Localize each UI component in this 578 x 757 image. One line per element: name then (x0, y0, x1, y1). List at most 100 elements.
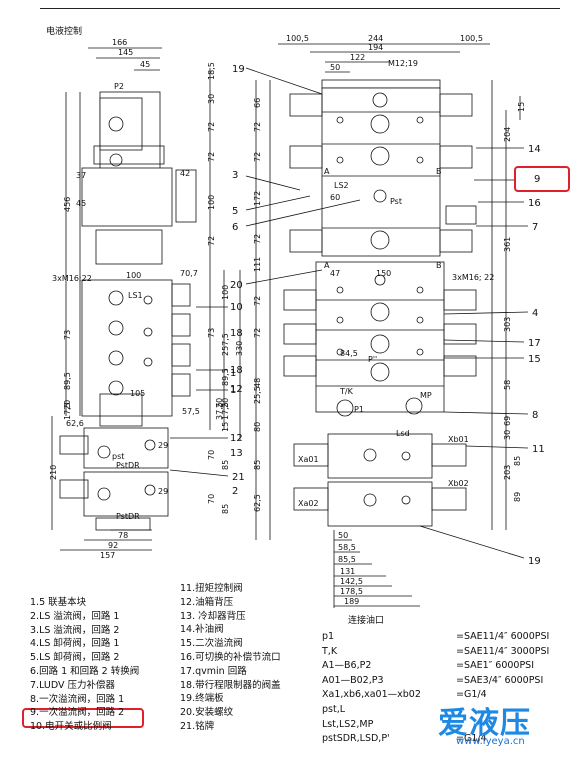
dimension-label: 73 (207, 328, 216, 338)
dimension-label: 50 (330, 63, 340, 72)
dimension-label: 45 (140, 60, 150, 69)
part-label: Xa01 (298, 455, 319, 464)
dimension-label: 48 (253, 378, 262, 388)
legend-item: 13. 冷却器背压 (180, 610, 246, 622)
dimension-label: 85 (221, 504, 230, 514)
dimension-label: 100 (207, 195, 216, 210)
callout-number: 20 (230, 280, 243, 291)
dimension-label: 89 (513, 492, 522, 502)
legend-item: 3.LS 溢流阀，回路 2 (30, 624, 120, 636)
legend-item: 21.铭牌 (180, 720, 215, 732)
part-label: Xb02 (448, 479, 469, 488)
port-spec: =SAE3/4″ 6000PSI (456, 674, 544, 686)
callout-number: 17 (528, 338, 541, 349)
legend-item: 8.一次溢流阀，回路 1 (30, 693, 125, 705)
callout-number: 1 (230, 385, 236, 396)
dimension-label: 62,5 (253, 494, 262, 512)
dimension-label: 456 (63, 197, 72, 212)
dimension-label: 72 (253, 296, 262, 306)
dimension-label: 20 (221, 398, 230, 408)
dimension-label: 80 (253, 422, 262, 432)
watermark-text: 爱液压 (438, 706, 531, 741)
legend-item: 5.LS 卸荷阀，回路 2 (30, 652, 120, 664)
dimension-label: 89,5 (221, 368, 230, 386)
dimension-label: 70,7 (180, 269, 198, 278)
part-label: 3xM16;22 (52, 274, 92, 283)
callout-number: 19 (232, 64, 245, 75)
dimension-label: 72 (253, 234, 262, 244)
dimension-label: 29 (158, 441, 168, 450)
legend-item: 6.回路 1 和回路 2 转换阀 (30, 665, 140, 677)
callout-number: 8 (532, 410, 538, 421)
watermark-logo: 爱液压 www.iyeya.cn (438, 698, 568, 750)
callout-number: 2 (232, 486, 238, 497)
part-label: P2 (114, 82, 124, 91)
legend-middle: 11.扭矩控制阀 12.油箱背压 13. 冷却器背压 14.补油阀 15.二次溢… (180, 582, 281, 734)
callout-number: 15 (528, 354, 541, 365)
dimension-label: 17,5 (221, 402, 230, 420)
callout-number: 14 (528, 144, 541, 155)
dimension-label: 20 (63, 400, 72, 410)
dimension-label: 72 (253, 328, 262, 338)
dimension-label: 157 (100, 551, 115, 560)
dimension-label: 194 (368, 43, 383, 52)
dimension-label: 78 (118, 531, 128, 540)
callout-number: 10 (230, 302, 243, 313)
callout-number: 21 (232, 472, 245, 483)
dimension-label: 72 (207, 152, 216, 162)
callout-number: 6 (232, 222, 238, 233)
part-label: B (436, 261, 442, 270)
dimension-label: 30 (503, 430, 512, 440)
port-name: Xa1,xb6,xa01—xb02 (322, 689, 421, 701)
legend-item: 1.5 联基本块 (30, 597, 87, 608)
dimension-label: 58,5 (338, 543, 356, 552)
port-name: Lst,LS2,MP (322, 718, 374, 730)
dimension-label: 30 (207, 94, 216, 104)
part-label: 105 (130, 389, 145, 398)
dimension-label: 100,5 (460, 34, 483, 43)
legend-item: 2.LS 溢流阀，回路 1 (30, 610, 120, 622)
part-label: A (324, 261, 330, 270)
legend-item: 11.扭矩控制阀 (180, 583, 243, 594)
dimension-label: 72 (253, 122, 262, 132)
part-label: 150 (376, 269, 391, 278)
dimension-label: 72 (207, 122, 216, 132)
part-label: LS2 (334, 181, 349, 190)
dimension-label: 15 (221, 422, 230, 432)
part-label: LS1 (128, 291, 143, 300)
port-spec: =G1/4 (456, 689, 487, 701)
dimension-label: 70 (207, 494, 216, 504)
callout-number: 16 (528, 198, 541, 209)
legend-item: 7.LUDV 压力补偿器 (30, 679, 116, 691)
callout-number: 5 (232, 206, 238, 217)
callout-number: 3 (232, 170, 238, 181)
dimension-label: 361 (503, 237, 512, 252)
callout-number: 4 (532, 308, 538, 319)
part-label: Lsd (396, 429, 410, 438)
dimension-label: 257,5 (221, 333, 230, 356)
port-name: A01—B02,P3 (322, 674, 384, 686)
dimension-label: 85 (221, 460, 230, 470)
port-names: p1 T,K A1—B6,P2 A01—B02,P3 Xa1,xb6,xa01—… (322, 630, 421, 747)
port-name: T,K (322, 645, 338, 657)
part-label: 47 (330, 269, 340, 278)
callout-number: 9 (534, 174, 540, 185)
part-label: 3xM16; 22 (452, 273, 494, 282)
port-spec: =G1/4 (456, 733, 487, 745)
part-label: 37 (76, 171, 86, 180)
part-label: pst (112, 452, 124, 461)
dimension-label: 122 (350, 53, 365, 62)
dimension-label: 178,5 (340, 587, 363, 596)
dimension-label: 111 (253, 257, 262, 272)
top-rule (40, 8, 560, 9)
dimension-label: 50 (338, 531, 348, 540)
legend-item: 4.LS 卸荷阀，回路 1 (30, 638, 120, 650)
part-label: PstDR (116, 461, 140, 470)
callout-number: 13 (230, 448, 243, 459)
callout-number: 18 (230, 365, 243, 376)
dimension-label: 20 (215, 398, 224, 408)
part-label: T/K (339, 387, 354, 396)
dimension-label: 166 (112, 38, 127, 47)
dimension-label: 85 (513, 456, 522, 466)
